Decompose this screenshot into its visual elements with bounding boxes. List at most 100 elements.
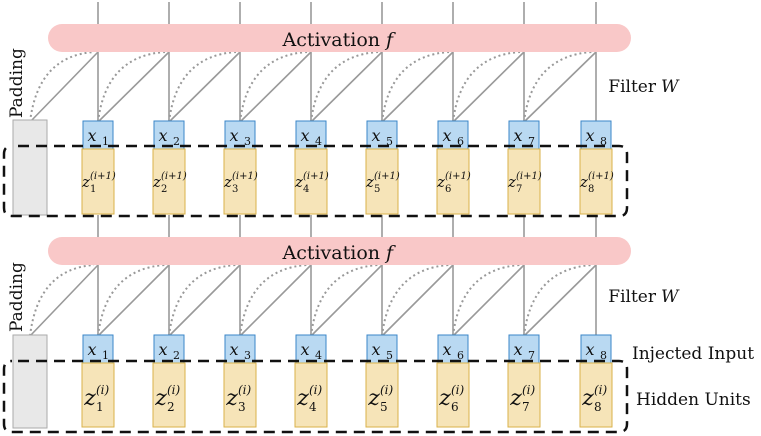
top-input-box — [295, 120, 327, 150]
bottom-hidden-sup: (i) — [167, 383, 181, 397]
filter-diagonal-line — [168, 264, 241, 337]
bottom-hidden-label: z — [509, 386, 522, 411]
top-hidden-box — [81, 148, 115, 215]
top-hidden-sup: (i+1) — [445, 171, 471, 182]
bottom-input-label: x — [585, 340, 594, 359]
bottom-hidden-label: z — [367, 386, 380, 411]
top-hidden-sup: (i+1) — [516, 171, 542, 182]
bottom-input-label: x — [442, 340, 451, 359]
filter-diagonal-line — [239, 264, 312, 337]
bottom-input-sub: 5 — [386, 349, 393, 362]
dilated-connection-arc — [310, 51, 379, 123]
filter-diagonal-line — [97, 264, 170, 337]
top-hidden-label: z — [152, 173, 161, 191]
top-hidden-box — [436, 148, 470, 215]
filter-diagonal-line — [97, 51, 170, 123]
filter-diagonal-line — [29, 264, 99, 337]
bottom-input-box — [295, 334, 327, 364]
bottom-hidden-box — [294, 362, 328, 428]
filter-diagonal-line — [168, 51, 241, 123]
bottom-input-sub: 8 — [600, 349, 607, 362]
bottom-input-label: x — [229, 340, 238, 359]
top-hidden-label: z — [294, 173, 303, 191]
dilated-connection-arc — [381, 51, 450, 123]
dilated-connection-arc — [381, 264, 450, 337]
top-input-sub: 1 — [102, 135, 109, 148]
bottom-hidden-sup: (i) — [238, 383, 252, 397]
bottom-hidden-box — [436, 362, 470, 428]
dilated-connection-arc — [239, 51, 308, 123]
bottom-input-box — [224, 334, 256, 364]
dilated-connection-arc — [168, 264, 237, 337]
top-input-sub: 8 — [600, 135, 607, 148]
top-hidden-sup: (i+1) — [303, 171, 329, 182]
filter-diagonal-line — [310, 51, 383, 123]
bottom-input-sub: 3 — [244, 349, 251, 362]
top-hidden-sub: 2 — [161, 184, 167, 195]
dilated-connection-arc — [97, 51, 166, 123]
top-input-box — [82, 120, 114, 150]
top-hidden-sub: 3 — [232, 184, 238, 195]
dilated-connection-arc — [29, 51, 95, 123]
bottom-hidden-label: z — [438, 386, 451, 411]
filter-sym-top: W — [661, 77, 680, 97]
top-hidden-sub: 4 — [303, 184, 309, 195]
top-hidden-label: z — [81, 173, 90, 191]
top-hidden-sup: (i+1) — [90, 171, 116, 182]
bottom-hidden-label: z — [83, 386, 96, 411]
bottom-hidden-label: z — [581, 386, 594, 411]
top-input-label: x — [513, 126, 522, 145]
dilated-connection-arc — [97, 264, 166, 337]
top-hidden-box — [579, 148, 613, 215]
filter-sym-bottom: W — [661, 287, 680, 307]
bottom-input-label: x — [87, 340, 96, 359]
bottom-hidden-box — [223, 362, 257, 428]
dilated-connection-arc — [523, 51, 593, 123]
filter-diagonal-line — [452, 51, 525, 123]
padding-label-bottom: Padding — [7, 262, 27, 332]
activation-fn-top: f — [384, 29, 396, 51]
bottom-input-label: x — [300, 340, 309, 359]
top-input-sub: 6 — [457, 135, 464, 148]
bottom-input-sub: 6 — [457, 349, 464, 362]
bottom-hidden-sub: 6 — [451, 400, 459, 414]
bottom-hidden-sub: 3 — [238, 400, 246, 414]
bottom-hidden-label: z — [225, 386, 238, 411]
top-hidden-sup: (i+1) — [588, 171, 614, 182]
top-hidden-box — [365, 148, 399, 215]
top-hidden-sub: 5 — [374, 184, 380, 195]
bottom-hidden-sub: 7 — [522, 400, 530, 414]
top-hidden-label: z — [579, 173, 588, 191]
bottom-hidden-box — [152, 362, 186, 428]
bottom-input-box — [366, 334, 398, 364]
top-input-sub: 5 — [386, 135, 393, 148]
top-input-label: x — [585, 126, 594, 145]
bottom-hidden-sub: 1 — [96, 400, 104, 414]
bottom-input-label: x — [158, 340, 167, 359]
top-input-label: x — [300, 126, 309, 145]
top-hidden-sub: 1 — [90, 184, 96, 195]
padding-box-bottom — [12, 334, 48, 429]
filter-diagonal-line — [523, 51, 597, 123]
bottom-input-sub: 2 — [173, 349, 180, 362]
top-hidden-sub: 8 — [588, 184, 594, 195]
dilated-connection-arc — [310, 264, 379, 337]
filter-diagonal-line — [29, 51, 99, 123]
bottom-hidden-box — [365, 362, 399, 428]
dilated-connection-arc — [452, 51, 521, 123]
bottom-hidden-box — [579, 362, 613, 428]
dashed-group-top — [2, 144, 629, 218]
bottom-hidden-sup: (i) — [96, 383, 110, 397]
top-hidden-label: z — [365, 173, 374, 191]
hidden-units-label: Hidden Units — [636, 390, 751, 410]
padding-box-top — [12, 119, 48, 216]
filter-diagonal-line — [523, 264, 597, 337]
activation-fn-bottom: f — [384, 242, 396, 264]
bottom-hidden-sup: (i) — [594, 383, 608, 397]
filter-diagonal-line — [452, 264, 525, 337]
top-input-label: x — [87, 126, 96, 145]
filter-diagonal-line — [310, 264, 383, 337]
bottom-hidden-sup: (i) — [380, 383, 394, 397]
top-hidden-box — [152, 148, 186, 215]
